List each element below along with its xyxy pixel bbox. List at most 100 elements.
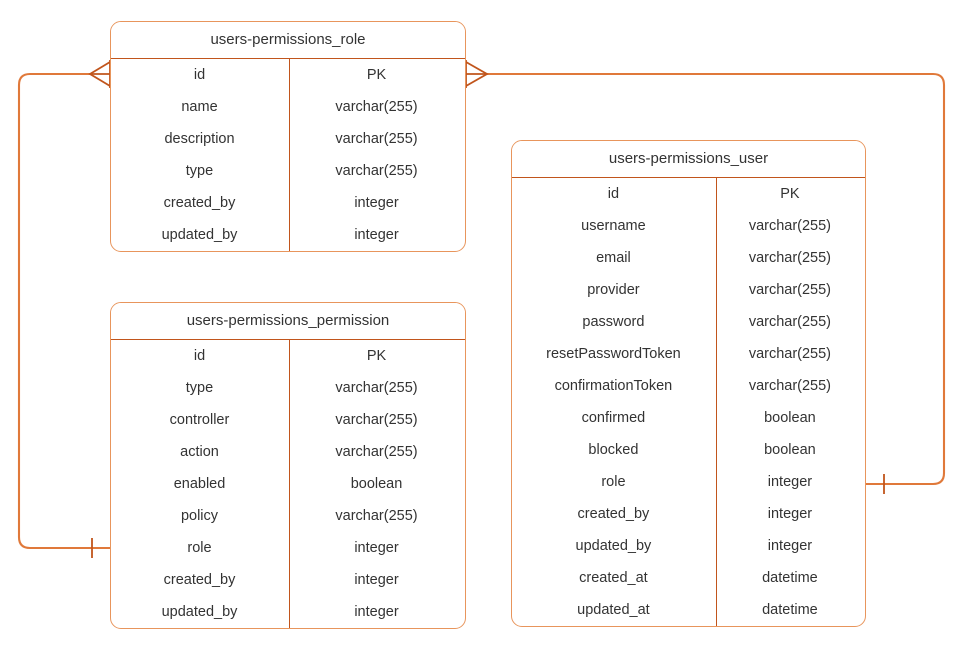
field-type: varchar(255) xyxy=(748,250,832,266)
field-row[interactable]: type varchar(255) xyxy=(111,155,465,187)
field-row[interactable]: password varchar(255) xyxy=(512,306,865,338)
field-row[interactable]: role integer xyxy=(512,466,865,498)
field-type: integer xyxy=(767,506,813,522)
field-name: confirmationToken xyxy=(554,378,673,394)
field-type: PK xyxy=(366,348,387,364)
field-name: id xyxy=(193,67,206,83)
field-type: integer xyxy=(354,604,399,620)
field-type: varchar(255) xyxy=(335,99,418,115)
field-name: resetPasswordToken xyxy=(546,346,681,362)
field-name: email xyxy=(596,250,631,266)
field-row[interactable]: id PK xyxy=(111,340,465,372)
field-row[interactable]: confirmationToken varchar(255) xyxy=(512,370,865,402)
field-row[interactable]: provider varchar(255) xyxy=(512,274,865,306)
field-name: type xyxy=(185,380,214,396)
field-name: enabled xyxy=(173,476,226,492)
entity-fields: id PK username varchar(255) email varchar(255… xyxy=(512,178,865,626)
field-type: datetime xyxy=(762,602,818,618)
field-name: created_by xyxy=(577,506,650,522)
field-type: varchar(255) xyxy=(748,378,832,394)
field-row[interactable]: controller varchar(255) xyxy=(111,404,465,436)
crowfoot-many-left xyxy=(88,60,111,88)
entity-title: users-permissions_user xyxy=(512,141,865,178)
field-row[interactable]: action varchar(255) xyxy=(111,436,465,468)
field-row[interactable]: username varchar(255) xyxy=(512,210,865,242)
column-divider xyxy=(716,178,717,626)
field-row[interactable]: name varchar(255) xyxy=(111,91,465,123)
field-type: integer xyxy=(354,540,399,556)
field-row[interactable]: role integer xyxy=(111,532,465,564)
field-row[interactable]: description varchar(255) xyxy=(111,123,465,155)
field-row[interactable]: updated_by integer xyxy=(111,596,465,628)
field-name: username xyxy=(581,218,646,234)
field-row[interactable]: policy varchar(255) xyxy=(111,500,465,532)
relationship-permission-role[interactable] xyxy=(17,60,111,558)
field-name: name xyxy=(181,99,218,115)
field-name: created_by xyxy=(163,195,236,211)
field-name: password xyxy=(582,314,645,330)
field-row[interactable]: updated_by integer xyxy=(512,530,865,562)
field-name: updated_by xyxy=(161,227,238,243)
field-name: confirmed xyxy=(581,410,646,426)
field-name: created_by xyxy=(163,572,236,588)
field-type: boolean xyxy=(764,410,816,426)
field-row[interactable]: created_by integer xyxy=(111,187,465,219)
field-name: updated_by xyxy=(575,538,652,554)
field-name: type xyxy=(185,163,214,179)
field-type: integer xyxy=(354,572,399,588)
entity-fields: id PK type varchar(255) controller varchar(25… xyxy=(111,340,465,628)
column-divider xyxy=(289,59,290,251)
field-row[interactable]: created_by integer xyxy=(512,498,865,530)
field-type: integer xyxy=(354,227,399,243)
field-row[interactable]: confirmed boolean xyxy=(512,402,865,434)
field-name: id xyxy=(193,348,206,364)
field-name: updated_by xyxy=(161,604,238,620)
entity-title: users-permissions_role xyxy=(111,22,465,59)
field-type: varchar(255) xyxy=(335,508,418,524)
field-type: datetime xyxy=(762,570,818,586)
field-name: id xyxy=(607,186,620,202)
column-divider xyxy=(289,340,290,628)
field-type: varchar(255) xyxy=(748,282,832,298)
field-name: role xyxy=(187,540,212,556)
field-name: policy xyxy=(180,508,219,524)
field-type: varchar(255) xyxy=(748,218,832,234)
field-type: boolean xyxy=(764,442,816,458)
field-row[interactable]: resetPasswordToken varchar(255) xyxy=(512,338,865,370)
field-row[interactable]: type varchar(255) xyxy=(111,372,465,404)
field-type: PK xyxy=(780,186,800,202)
field-type: varchar(255) xyxy=(335,444,418,460)
field-row[interactable]: updated_by integer xyxy=(111,219,465,251)
field-type: varchar(255) xyxy=(748,314,832,330)
field-row[interactable]: id PK xyxy=(512,178,865,210)
field-type: varchar(255) xyxy=(335,412,418,428)
field-row[interactable]: blocked boolean xyxy=(512,434,865,466)
field-name: provider xyxy=(587,282,640,298)
field-name: action xyxy=(180,444,219,460)
field-type: integer xyxy=(767,474,813,490)
field-type: PK xyxy=(366,67,387,83)
field-row[interactable]: created_by integer xyxy=(111,564,465,596)
field-type: varchar(255) xyxy=(335,131,418,147)
field-type: integer xyxy=(354,195,399,211)
field-name: created_at xyxy=(579,570,648,586)
entity-title: users-permissions_permission xyxy=(111,303,465,340)
field-type: varchar(255) xyxy=(748,346,832,362)
field-name: blocked xyxy=(588,442,639,458)
field-type: varchar(255) xyxy=(335,380,418,396)
crowfoot-many-right xyxy=(465,60,489,88)
field-name: role xyxy=(601,474,626,490)
field-name: description xyxy=(164,131,235,147)
field-row[interactable]: id PK xyxy=(111,59,465,91)
field-row[interactable]: created_at datetime xyxy=(512,562,865,594)
field-row[interactable]: email varchar(255) xyxy=(512,242,865,274)
field-name: controller xyxy=(169,412,230,428)
field-type: varchar(255) xyxy=(335,163,418,179)
field-type: integer xyxy=(767,538,813,554)
